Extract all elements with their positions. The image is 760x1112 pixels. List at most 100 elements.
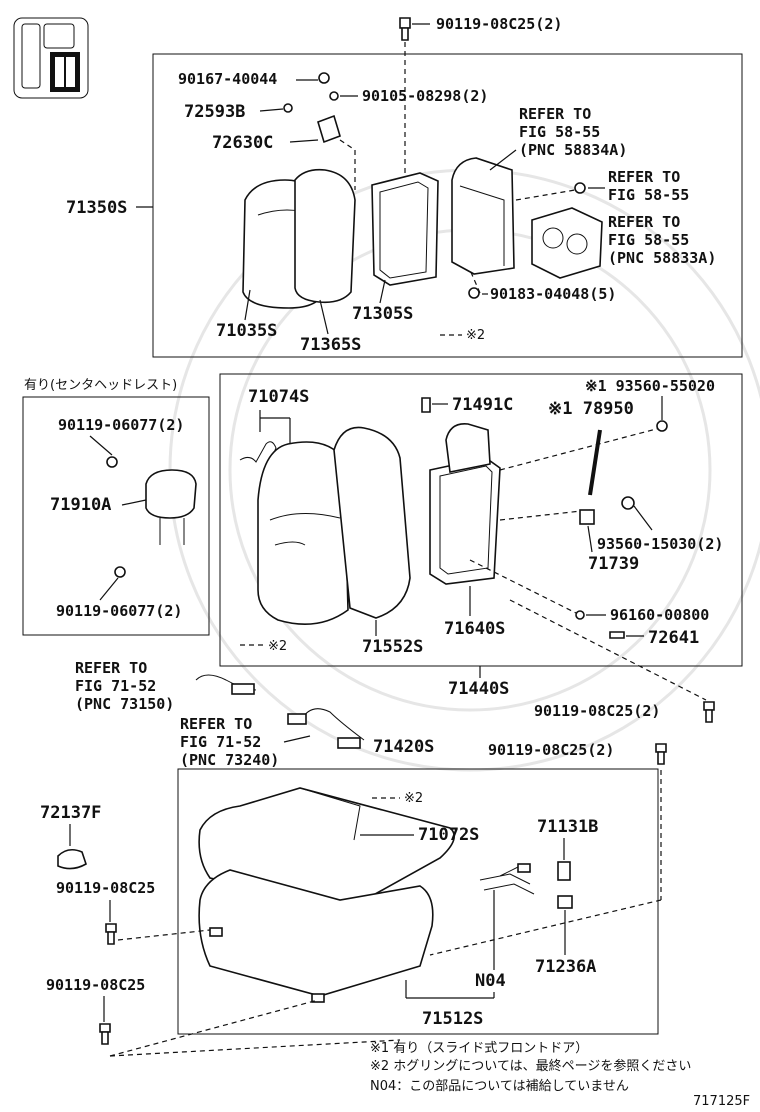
label-78950: ※1 78950 (548, 399, 634, 419)
note-mark-1: ※2 (466, 328, 485, 343)
label-71072s: 71072S (418, 825, 479, 845)
label-refer3-c: (PNC 58833A) (608, 249, 716, 267)
label-71420s: 71420S (373, 737, 434, 757)
bolt-shank (657, 751, 665, 765)
switch-71131b (557, 861, 571, 881)
back-frame-71640s (429, 423, 501, 585)
label-90119-06077-a: 90119-06077(2) (58, 416, 184, 434)
figure-id: 717125F (693, 1094, 750, 1109)
label-n04: N04 (475, 971, 506, 991)
seat-cushion-pad-71512s (198, 869, 434, 1003)
label-71910a: 71910A (50, 495, 111, 515)
bolt-icon (114, 566, 126, 578)
clip-71491c-icon (421, 397, 431, 413)
seat-frame-71305s (371, 172, 439, 286)
box-71420s (177, 768, 659, 1035)
label-90119-08c25-mid2: 90119-08C25(2) (488, 741, 614, 759)
note-mark-2: ※2 (268, 639, 287, 654)
note-mark-3: ※2 (404, 791, 423, 806)
speaker-panel-58833a (531, 207, 603, 279)
label-refer5-c: (PNC 73240) (180, 751, 279, 769)
nut-icon (468, 287, 480, 299)
bolt-icon (105, 923, 117, 933)
label-90105-08298: 90105-08298(2) (362, 87, 488, 105)
label-90119-06077-b: 90119-06077(2) (56, 602, 182, 620)
seatback-cover-71552s (333, 426, 411, 619)
footnote-2: ※2 ホグリングについては、最終ページを参照ください (370, 1058, 691, 1074)
pin-72641-icon (609, 631, 625, 639)
bolt-shank (107, 931, 115, 945)
wire-harness-73150 (195, 674, 257, 695)
label-refer2-b: FIG 58-55 (608, 186, 689, 204)
bolt-icon (656, 420, 668, 432)
hog-ring-bracket-icon (239, 441, 277, 467)
label-refer4-c: (PNC 73150) (75, 695, 174, 713)
label-90119-08c25-l1: 90119-08C25 (56, 879, 155, 897)
label-refer1-a: REFER TO (519, 105, 591, 123)
footnote-1: ※1 有り（スライド式フロントドア） (370, 1041, 588, 1056)
cover-71236a (557, 895, 573, 909)
clip-icon (575, 610, 585, 620)
seatback-cover-71365s (294, 168, 356, 304)
label-72630c: 72630C (212, 133, 273, 153)
label-71739: 71739 (588, 554, 639, 574)
label-71512s: 71512S (422, 1009, 483, 1029)
label-71131b: 71131B (537, 817, 598, 837)
label-72137f: 72137F (40, 803, 101, 823)
bolt-icon (106, 456, 118, 468)
label-71552s: 71552S (362, 637, 423, 657)
label-72641: 72641 (648, 628, 699, 648)
seat-cushion-cover-71072s (198, 787, 456, 909)
label-93560-55020: ※1 93560-55020 (585, 377, 715, 395)
label-96160-00800: 96160-00800 (610, 606, 709, 624)
label-refer4-a: REFER TO (75, 659, 147, 677)
label-refer5-a: REFER TO (180, 715, 252, 733)
label-refer2-a: REFER TO (608, 168, 680, 186)
seatback-pad-71074s (257, 441, 349, 626)
label-72593b: 72593B (184, 102, 245, 122)
wire-harness-73240 (287, 708, 365, 749)
label-71350s: 71350S (66, 198, 127, 218)
label-71035s: 71035S (216, 321, 277, 341)
vehicle-thumbnail-icon (13, 17, 89, 99)
label-90119-08c25-top: 90119-08C25(2) (436, 15, 562, 33)
label-71440s: 71440S (448, 679, 509, 699)
footnote-3: N04：この部品については補給していません (370, 1079, 629, 1094)
box-71440s (219, 373, 743, 667)
headrest-71910a (145, 469, 197, 545)
label-90119-08c25-l2: 90119-08C25 (46, 976, 145, 994)
label-refer5-b: FIG 71-52 (180, 733, 261, 751)
bolt-icon (655, 743, 667, 753)
label-71305s: 71305S (352, 304, 413, 324)
hardware-cluster-icon (283, 72, 341, 144)
gas-stay-78950 (588, 429, 602, 496)
label-refer3-b: FIG 58-55 (608, 231, 689, 249)
box-center-headrest (22, 396, 210, 636)
bolt-icon (703, 701, 715, 711)
label-71074s: 71074S (248, 387, 309, 407)
label-refer1-c: (PNC 58834A) (519, 141, 627, 159)
bolt-shank (705, 709, 713, 723)
bolt-icon (621, 496, 635, 510)
label-refer3-a: REFER TO (608, 213, 680, 231)
label-refer1-b: FIG 58-55 (519, 123, 600, 141)
bolt-top-icon (399, 17, 411, 41)
sensor-wiring-n04 (479, 863, 535, 895)
label-90183-04048: 90183-04048(5) (490, 285, 616, 303)
label-71640s: 71640S (444, 619, 505, 639)
bolt-icon (574, 182, 586, 194)
label-90167-40044: 90167-40044 (178, 70, 277, 88)
bracket-71739-icon (579, 509, 595, 525)
headrest-option-title: 有り(センタヘッドレスト) (24, 378, 177, 393)
back-panel-58834a (451, 157, 515, 275)
bolt-shank (101, 1031, 109, 1045)
bolt-icon (99, 1023, 111, 1033)
box-71350s (152, 53, 743, 358)
label-71365s: 71365S (300, 335, 361, 355)
label-71491c: 71491C (452, 395, 513, 415)
label-refer4-b: FIG 71-52 (75, 677, 156, 695)
cap-72137f (57, 848, 87, 870)
label-90119-08c25-mid: 90119-08C25(2) (534, 702, 660, 720)
